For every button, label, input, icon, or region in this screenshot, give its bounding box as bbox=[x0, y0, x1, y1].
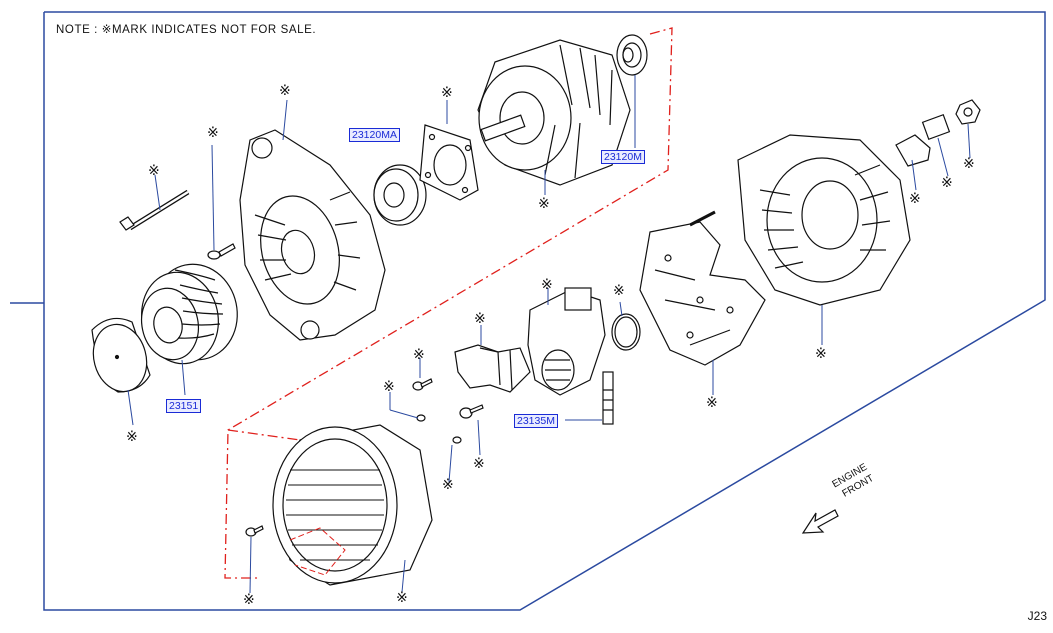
screw-small-1 bbox=[207, 243, 236, 260]
not-for-sale-mark: ※ bbox=[396, 590, 408, 606]
retainer-plate bbox=[419, 124, 479, 201]
leader-lines bbox=[127, 75, 971, 594]
rear-cover bbox=[737, 134, 911, 306]
stator bbox=[272, 424, 433, 586]
through-bolt bbox=[119, 189, 190, 231]
terminal-parts bbox=[895, 99, 981, 167]
rotor bbox=[477, 39, 631, 186]
not-for-sale-mark: ※ bbox=[963, 156, 975, 172]
not-for-sale-mark: ※ bbox=[909, 191, 921, 207]
not-for-sale-mark: ※ bbox=[474, 311, 486, 327]
not-for-sale-mark: ※ bbox=[243, 592, 255, 608]
note-text: NOTE : ※MARK INDICATES NOT FOR SALE. bbox=[56, 24, 317, 36]
rectifier bbox=[639, 210, 766, 366]
not-for-sale-mark: ※ bbox=[442, 477, 454, 493]
not-for-sale-mark: ※ bbox=[441, 85, 453, 101]
screws-middle bbox=[412, 378, 484, 444]
not-for-sale-mark: ※ bbox=[383, 379, 395, 395]
not-for-sale-mark: ※ bbox=[279, 83, 291, 99]
front-housing bbox=[239, 129, 386, 341]
rear-bearing bbox=[616, 34, 648, 76]
frame-outline bbox=[43, 11, 1046, 611]
front-bearing bbox=[373, 164, 427, 226]
not-for-sale-mark: ※ bbox=[538, 196, 550, 212]
not-for-sale-mark: ※ bbox=[706, 395, 718, 411]
voltage-regulator bbox=[527, 287, 606, 396]
part-label-23151[interactable]: 23151 bbox=[166, 399, 202, 413]
page-code: J23 bbox=[1027, 609, 1047, 623]
part-label-23120M[interactable]: 23120M bbox=[601, 150, 645, 164]
not-for-sale-mark: ※ bbox=[541, 277, 553, 293]
not-for-sale-mark: ※ bbox=[148, 163, 160, 179]
engine-front-arrow-icon bbox=[801, 509, 839, 534]
part-label-23120MA[interactable]: 23120MA bbox=[349, 128, 400, 142]
pulley-cap bbox=[91, 317, 151, 393]
part-label-23135M[interactable]: 23135M bbox=[514, 414, 558, 428]
not-for-sale-mark: ※ bbox=[941, 175, 953, 191]
screw-small-stator bbox=[245, 525, 264, 537]
brush-holder-cover bbox=[454, 344, 531, 393]
not-for-sale-mark: ※ bbox=[413, 347, 425, 363]
not-for-sale-mark: ※ bbox=[473, 456, 485, 472]
not-for-sale-mark: ※ bbox=[207, 125, 219, 141]
not-for-sale-mark: ※ bbox=[126, 429, 138, 445]
brush bbox=[602, 371, 614, 425]
assembly-dash-lines bbox=[224, 27, 673, 579]
pulley bbox=[141, 263, 238, 365]
not-for-sale-mark: ※ bbox=[815, 346, 827, 362]
o-ring bbox=[611, 313, 641, 351]
not-for-sale-mark: ※ bbox=[613, 283, 625, 299]
